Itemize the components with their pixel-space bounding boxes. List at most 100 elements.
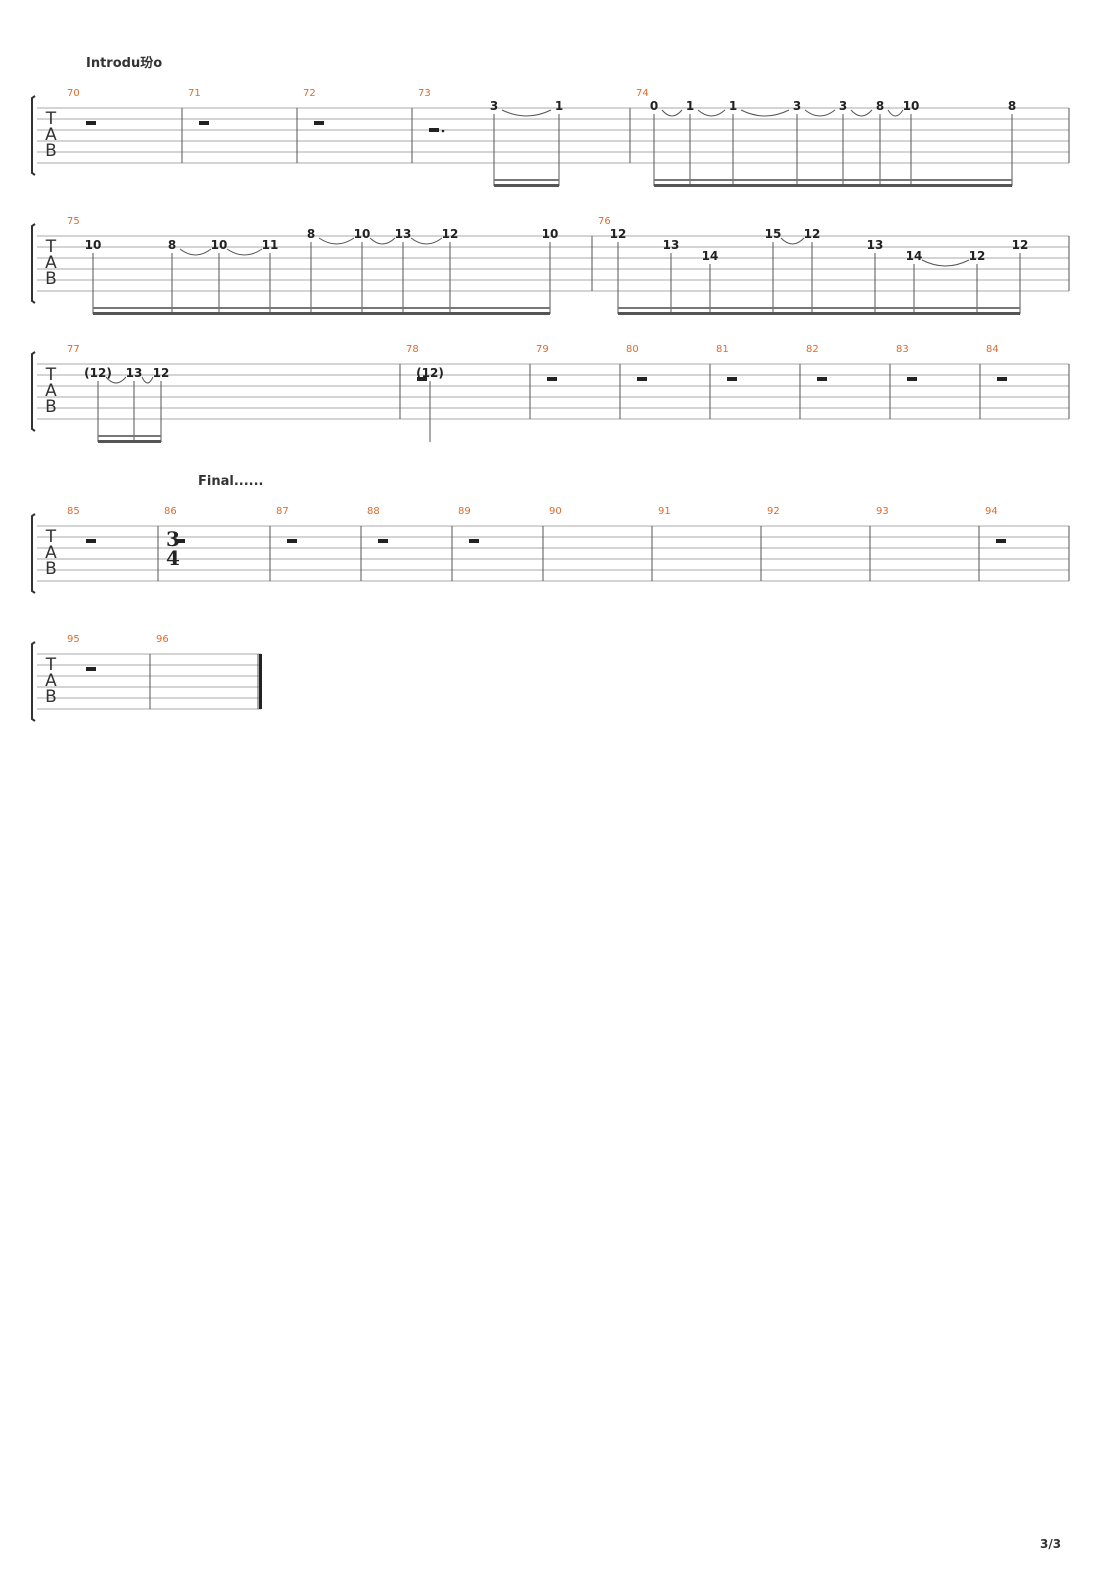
note-beam-secondary	[797, 179, 843, 181]
rest-symbol	[637, 377, 647, 381]
rest-symbol	[817, 377, 827, 381]
fret-number: 1	[555, 99, 563, 113]
note-beam	[311, 312, 362, 315]
section-label: Final......	[198, 474, 263, 489]
tab-clef-letter: A	[45, 253, 57, 273]
tab-clef-letter: A	[45, 671, 57, 691]
note-beam	[362, 312, 403, 315]
fret-number: 12	[442, 227, 459, 241]
note-beam	[134, 440, 161, 443]
fret-number: 13	[867, 238, 884, 252]
tie-arc	[226, 248, 263, 256]
fret-number: 3	[793, 99, 801, 113]
measure-number: 77	[67, 344, 80, 355]
time-signature-digit: 3	[166, 527, 180, 551]
note-beam-secondary	[618, 307, 671, 309]
measure-number: 72	[303, 88, 316, 99]
measure-number: 75	[67, 216, 80, 227]
note-beam	[671, 312, 710, 315]
note-beam-secondary	[880, 179, 911, 181]
fret-number: 10	[85, 238, 102, 252]
fret-number: 10	[211, 238, 228, 252]
fret-number: 12	[804, 227, 821, 241]
fret-number: (12)	[416, 366, 444, 380]
note-beam	[733, 184, 797, 187]
note-beam-secondary	[654, 179, 690, 181]
tab-clef-letter: A	[45, 125, 57, 145]
measure-number: 82	[806, 344, 819, 355]
fret-number: 15	[765, 227, 782, 241]
section-label: Introdu玢o	[86, 55, 162, 71]
fret-number: 13	[663, 238, 680, 252]
note-beam-secondary	[403, 307, 450, 309]
measure-number: 80	[626, 344, 639, 355]
measure-number: 79	[536, 344, 549, 355]
note-beam-secondary	[311, 307, 362, 309]
tie-arc	[179, 248, 212, 256]
tab-clef-letter: B	[45, 141, 57, 161]
note-beam	[690, 184, 733, 187]
note-beam	[977, 312, 1020, 315]
tie-arc	[141, 376, 154, 384]
measure-number: 70	[67, 88, 80, 99]
tie-arc	[740, 109, 790, 117]
note-beam-secondary	[690, 179, 733, 181]
note-beam-secondary	[911, 179, 1012, 181]
measure-number: 92	[767, 506, 780, 517]
rest-symbol	[175, 539, 185, 543]
measure-number: 88	[367, 506, 380, 517]
tie-arc	[369, 237, 396, 245]
tab-clef-letter: T	[45, 655, 57, 675]
measure-number: 96	[156, 634, 169, 645]
tab-clef-letter: T	[45, 365, 57, 385]
tab-clef-letter: B	[45, 269, 57, 289]
fret-number: 3	[490, 99, 498, 113]
note-beam	[880, 184, 911, 187]
note-beam	[618, 312, 671, 315]
note-beam-secondary	[219, 307, 270, 309]
tie-arc	[661, 109, 683, 117]
rest-symbol	[996, 539, 1006, 543]
note-beam	[270, 312, 311, 315]
rest-dot	[441, 129, 445, 133]
system-bracket	[31, 641, 36, 722]
note-beam-secondary	[362, 307, 403, 309]
fret-number: 14	[702, 249, 719, 263]
fret-number: 3	[839, 99, 847, 113]
note-beam-secondary	[671, 307, 710, 309]
measure-number: 74	[636, 88, 649, 99]
rest-symbol	[314, 121, 324, 125]
measure-number: 83	[896, 344, 909, 355]
rest-symbol	[417, 377, 427, 381]
measure-number: 71	[188, 88, 201, 99]
fret-number: 8	[307, 227, 315, 241]
rest-symbol	[547, 377, 557, 381]
measure-number: 89	[458, 506, 471, 517]
note-beam	[710, 312, 773, 315]
note-beam	[654, 184, 690, 187]
rest-symbol	[287, 539, 297, 543]
fret-number: 8	[876, 99, 884, 113]
fret-number: 1	[686, 99, 694, 113]
fret-number: 12	[1012, 238, 1029, 252]
measure-number: 93	[876, 506, 889, 517]
fret-number: 8	[168, 238, 176, 252]
tie-arc	[501, 109, 552, 117]
tab-clef-letter: B	[45, 559, 57, 579]
note-beam-secondary	[977, 307, 1020, 309]
system-bracket	[31, 513, 36, 594]
tie-arc	[804, 109, 836, 117]
measure-number: 91	[658, 506, 671, 517]
measure-number: 76	[598, 216, 611, 227]
rest-symbol	[469, 539, 479, 543]
note-beam	[494, 184, 559, 187]
measure-number: 90	[549, 506, 562, 517]
note-beam	[773, 312, 812, 315]
measure-number: 95	[67, 634, 80, 645]
note-beam-secondary	[450, 307, 550, 309]
tie-arc	[697, 109, 726, 117]
measure-number: 85	[67, 506, 80, 517]
note-beam-secondary	[98, 435, 134, 437]
note-beam	[219, 312, 270, 315]
